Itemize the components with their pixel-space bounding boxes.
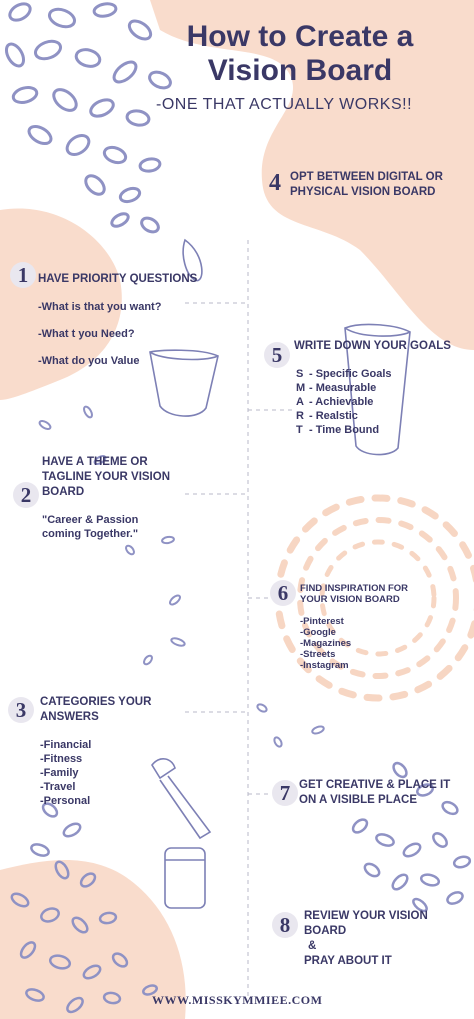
step-6-heading: FIND INSPIRATION FOR YOUR VISION BOARD [300, 583, 409, 605]
step-2-heading: HAVE A THEME OR TAGLINE YOUR VISION BOAR… [42, 456, 171, 498]
step-6-list: -Pinterest -Google -Magazines -Streets -… [300, 616, 351, 671]
step-7-heading: GET CREATIVE & PLACE IT ON A VISIBLE PLA… [299, 779, 451, 806]
step-4-number: 4 [269, 170, 281, 196]
step-3-heading: CATEGORIES YOUR ANSWERS [40, 696, 152, 723]
step-6-number: 6 [270, 580, 296, 606]
list-item: -What t you Need? [38, 328, 135, 340]
step-5-number: 5 [264, 342, 290, 368]
list-item: -Travel [40, 781, 76, 793]
list-item: -Streets [300, 649, 336, 660]
list-item: -Personal [40, 795, 91, 807]
list-item: -Fitness [40, 753, 83, 765]
step-2-quote: "Career & Passion coming Together." [42, 514, 139, 540]
step-1-list: -What is that you want? -What t you Need… [38, 300, 161, 368]
peach-blob-top [150, 0, 474, 350]
list-item: -What do you Value [38, 355, 140, 367]
list-item: -Google [300, 627, 336, 638]
step-8-heading: REVIEW YOUR VISION BOARD & PRAY ABOUT IT [304, 910, 428, 967]
page-subtitle: -ONE THAT ACTUALLY WORKS!! [156, 96, 413, 113]
title-line-2: Vision Board [207, 54, 393, 87]
list-item: -What is that you want? [38, 301, 162, 313]
list-item: T- Time Bound [296, 424, 380, 436]
step-1-number: 1 [10, 262, 36, 288]
footer-website: WWW.MISSKYMMIEE.COM [152, 993, 323, 1007]
list-item: R- Realstic [296, 410, 358, 422]
list-item: -Financial [40, 739, 92, 751]
page-title: How to Create a Vision Board [150, 20, 450, 88]
step-3-list: -Financial -Fitness -Family -Travel -Per… [40, 738, 91, 808]
step-4-heading: OPT BETWEEN DIGITAL OR PHYSICAL VISION B… [290, 171, 443, 198]
list-item: -Pinterest [300, 616, 344, 627]
step-3-number: 3 [8, 697, 34, 723]
step-2-number: 2 [13, 482, 39, 508]
step-8-number: 8 [272, 912, 298, 938]
step-7-number: 7 [272, 780, 298, 806]
list-item: M- Measurable [296, 382, 377, 394]
step-5-heading: WRITE DOWN YOUR GOALS [294, 340, 451, 352]
list-item: -Magazines [300, 638, 352, 649]
peach-blob-bottom [0, 860, 186, 1019]
list-item: S- Specific Goals [296, 368, 392, 380]
peach-blob-left [0, 208, 122, 400]
title-line-1: How to Create a [186, 20, 414, 53]
step-1-heading: HAVE PRIORITY QUESTIONS [38, 273, 198, 285]
list-item: A- Achievable [296, 396, 374, 408]
list-item: -Instagram [300, 660, 349, 671]
smart-goals-list: S- Specific Goals M- Measurable A- Achie… [296, 367, 392, 437]
list-item: -Family [40, 767, 79, 779]
